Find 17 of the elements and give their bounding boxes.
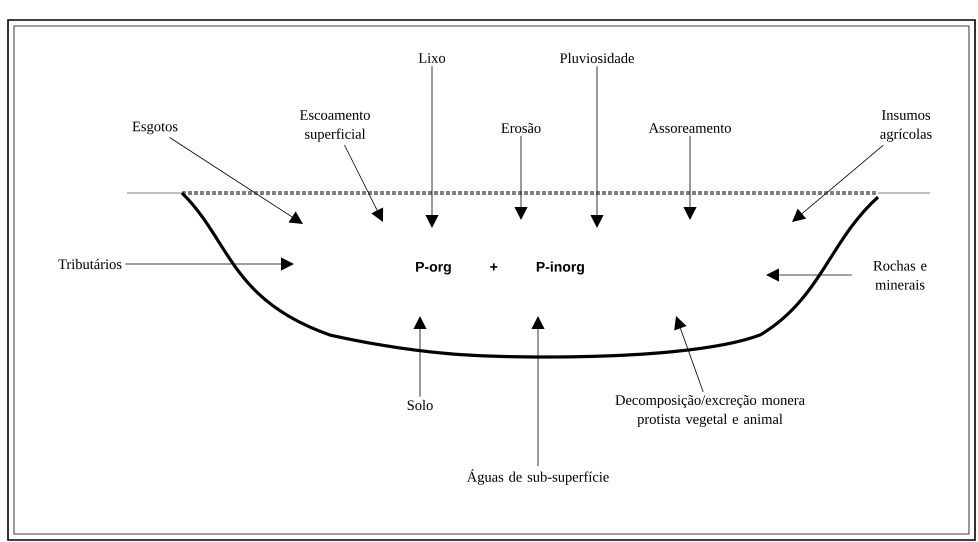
source-label: Solo [408, 400, 433, 410]
source-label: Escoamento superficial [300, 110, 370, 142]
source-label: Decomposição/excreção monera protista vegetal e animal [615, 395, 805, 427]
source-label: Esgotos [132, 122, 178, 134]
source-label: Lixo [418, 53, 446, 63]
source-label: Erosão [501, 123, 541, 133]
source-label: Águas de sub-superfície [466, 469, 609, 485]
arrow [674, 316, 704, 392]
source-label: Insumos agrícolas [880, 110, 932, 142]
arrow [169, 137, 303, 224]
phosphorus-label: P-org + P-inorg [416, 261, 584, 275]
source-label: Pluviosidade [560, 52, 634, 64]
arrow [792, 144, 884, 222]
arrow [344, 144, 384, 222]
source-label: Assoreamento [648, 123, 731, 133]
source-label: Rochas e minerais [873, 260, 926, 290]
source-label: Tributários [58, 258, 122, 270]
